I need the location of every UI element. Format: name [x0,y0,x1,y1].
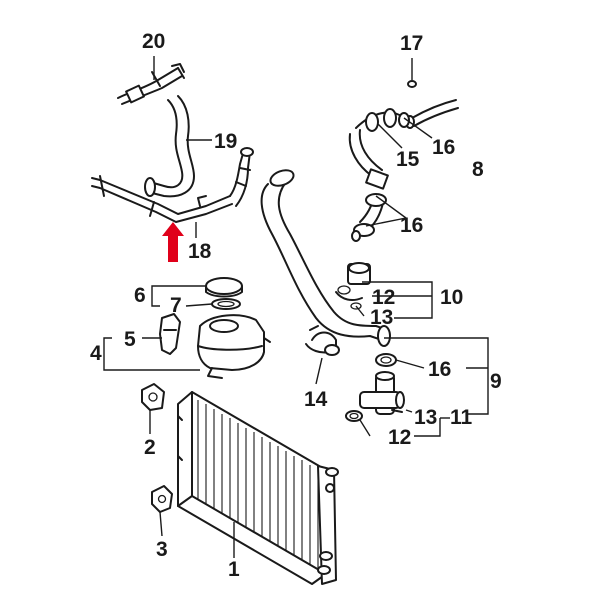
part-7-seal [211,298,241,310]
callout-5: 5 [124,328,136,351]
main-radiator-hose [260,169,391,347]
callout-18: 18 [188,240,212,263]
callout-16-bottom: 16 [428,358,451,381]
red-up-arrow-icon [162,222,184,262]
part-1-radiator [177,391,339,585]
part-11-t-fitting [345,371,405,422]
part-3-mount [151,485,173,513]
part-10-flange-assembly [335,262,371,310]
callout-3: 3 [156,538,168,561]
part-16-hose-clamp [375,353,397,367]
callout-13-bottom: 13 [414,406,437,429]
callout-7: 7 [170,294,182,317]
callout-20: 20 [142,30,165,53]
part-4-coolant-reservoir [197,314,271,379]
callout-19: 19 [214,130,237,153]
callout-11: 11 [450,406,473,429]
part-2-mount [141,383,165,411]
callout-17: 17 [400,32,423,55]
callout-2: 2 [144,436,156,459]
callout-4: 4 [90,342,102,365]
part-20-hose-elbow [117,63,185,105]
part-19-hose [144,95,195,198]
callout-12-top: 12 [372,286,395,309]
callout-16-top: 16 [432,136,455,159]
callout-labels: 20 19 18 17 16 15 8 16 6 7 12 10 13 5 4 … [90,30,502,581]
part-5-bracket [159,313,181,355]
callout-12-bottom: 12 [388,426,411,449]
callout-15: 15 [396,148,420,171]
callout-16-middle: 16 [400,214,423,237]
part-14-hose-clip [305,325,340,356]
callout-6: 6 [134,284,146,307]
leader-lines [103,56,489,558]
callout-1: 1 [228,558,240,581]
callout-14: 14 [304,388,328,411]
callout-9: 9 [490,370,502,393]
callout-8: 8 [472,158,484,181]
callout-10: 10 [440,286,463,309]
part-17-ring [407,80,417,88]
callout-13-top: 13 [370,306,393,329]
part-18-pipe-assembly [91,147,254,223]
part-6-cap [205,277,243,298]
